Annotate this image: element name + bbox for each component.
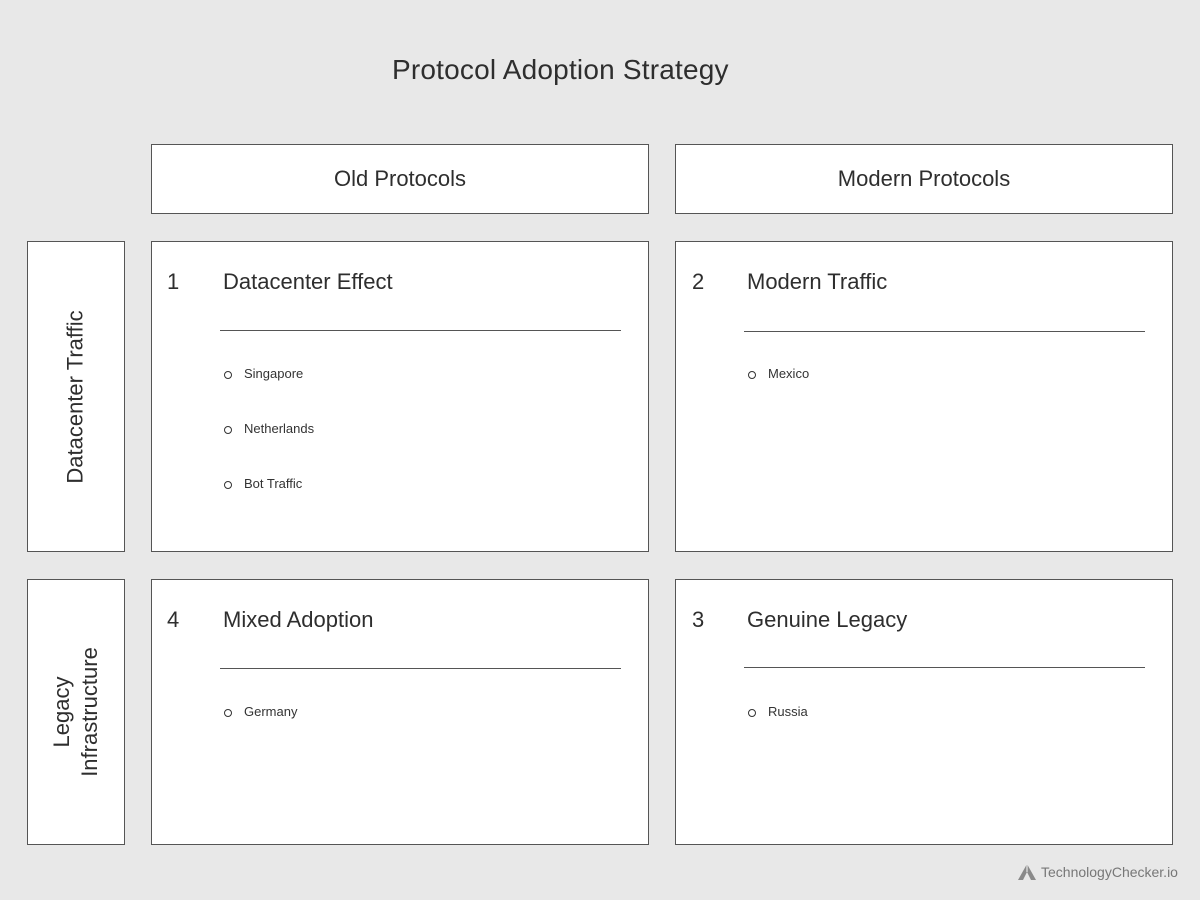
quadrant-number: 3	[692, 607, 705, 632]
list-item-label: Russia	[768, 704, 808, 719]
bullet-circle-icon	[224, 481, 232, 489]
quadrant-divider	[220, 330, 621, 331]
column-header-old-protocols: Old Protocols	[151, 144, 649, 214]
list-item-label: Singapore	[244, 366, 304, 381]
list-item-label: Netherlands	[244, 421, 315, 436]
row-header-line: Datacenter Traffic	[63, 309, 89, 484]
quadrant-number: 4	[167, 607, 180, 632]
quadrant-divider	[744, 667, 1145, 668]
quadrant-mixed-adoption: 4 Mixed Adoption Germany	[151, 579, 649, 845]
quadrant-title: Mixed Adoption	[223, 607, 374, 632]
quadrant-datacenter-effect: 1 Datacenter Effect Singapore Netherland…	[151, 241, 649, 552]
list-item-label: Mexico	[768, 366, 810, 381]
brand-watermark: TechnologyChecker.io	[1017, 863, 1178, 881]
quadrant-number: 2	[692, 269, 705, 294]
bullet-circle-icon	[224, 426, 232, 434]
quadrant-title: Datacenter Effect	[223, 269, 393, 294]
row-header-label: Legacy Infrastructure	[48, 647, 104, 777]
quadrant-genuine-legacy: 3 Genuine Legacy Russia	[675, 579, 1173, 845]
list-item-label: Germany	[244, 704, 298, 719]
quadrant-title: Modern Traffic	[747, 269, 888, 294]
row-header-label: Datacenter Traffic	[62, 310, 90, 483]
row-header-line: Infrastructure	[77, 647, 103, 777]
bullet-circle-icon	[748, 709, 756, 717]
quadrant-divider	[220, 668, 621, 669]
quadrant-number: 1	[167, 269, 180, 294]
row-header-datacenter-traffic: Datacenter Traffic	[27, 241, 125, 552]
triangle-logo-icon	[1018, 864, 1036, 880]
bullet-circle-icon	[748, 371, 756, 379]
column-header-modern-protocols: Modern Protocols	[675, 144, 1173, 214]
row-header-line: Legacy	[49, 676, 75, 748]
quadrant-modern-traffic: 2 Modern Traffic Mexico	[675, 241, 1173, 552]
list-item-label: Bot Traffic	[244, 476, 303, 491]
brand-text: TechnologyChecker.io	[1041, 864, 1178, 880]
bullet-circle-icon	[224, 709, 232, 717]
quadrant-title: Genuine Legacy	[747, 607, 908, 632]
quadrant-divider	[744, 331, 1145, 332]
bullet-circle-icon	[224, 371, 232, 379]
row-header-legacy-infrastructure: Legacy Infrastructure	[27, 579, 125, 845]
diagram-title: Protocol Adoption Strategy	[392, 54, 729, 85]
